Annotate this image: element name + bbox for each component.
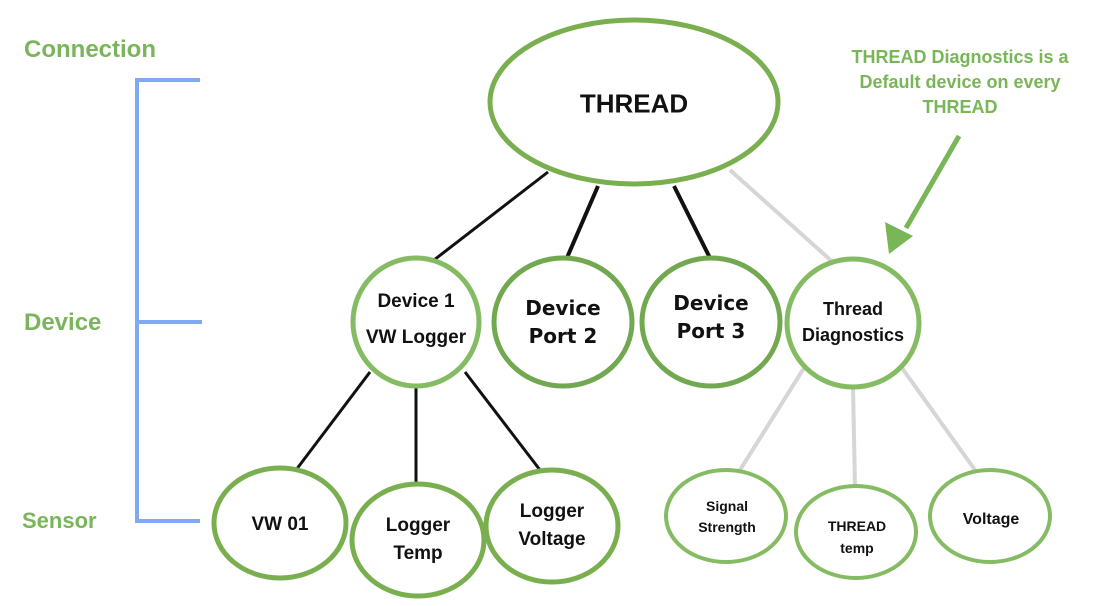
node-device1-line1: Device 1 bbox=[377, 291, 455, 312]
node-port2-line1: Device bbox=[525, 296, 601, 320]
node-diag-line2: Diagnostics bbox=[801, 325, 905, 345]
note-line-2: Default device on every bbox=[859, 72, 1061, 92]
arrow-shaft bbox=[903, 134, 962, 230]
node-threadtemp bbox=[794, 484, 918, 580]
node-port2 bbox=[491, 255, 635, 389]
node-device1-line2: VW Logger bbox=[365, 327, 467, 348]
level-bracket bbox=[135, 78, 202, 523]
node-label-threadtemp: THREAD temp bbox=[828, 515, 886, 559]
node-loggertemp-line2: Temp bbox=[393, 543, 443, 564]
node-label-signal: Signal Strength bbox=[698, 496, 756, 538]
node-label-vw01: VW 01 bbox=[251, 514, 308, 536]
node-thread bbox=[487, 17, 781, 187]
diagnostics-note: THREAD Diagnostics is a Default device o… bbox=[830, 45, 1090, 120]
edge-thread-diag bbox=[728, 168, 838, 267]
node-port3 bbox=[639, 255, 783, 389]
node-threadtemp-line1: THREAD bbox=[827, 518, 887, 534]
node-loggervoltage bbox=[483, 467, 621, 585]
node-loggervoltage-line2: Voltage bbox=[518, 529, 586, 550]
node-port2-line2: Port 2 bbox=[528, 324, 598, 348]
edge-device1-vw01 bbox=[294, 371, 372, 471]
note-line-3: THREAD bbox=[922, 97, 998, 117]
edge-device1-loggervoltage bbox=[463, 371, 542, 471]
arrow-head-icon bbox=[885, 222, 913, 254]
node-signal bbox=[664, 468, 788, 564]
node-threadtemp-line2: temp bbox=[840, 540, 874, 556]
node-loggertemp-line1: Logger bbox=[385, 515, 451, 536]
node-voltage bbox=[928, 468, 1052, 564]
edge-thread-port2 bbox=[564, 185, 600, 261]
node-thread-text: THREAD bbox=[579, 88, 689, 119]
node-vw01-text: VW 01 bbox=[251, 514, 309, 535]
node-port3-line2: Port 3 bbox=[676, 319, 746, 343]
level-label-device: Device bbox=[24, 309, 102, 336]
note-line-1: THREAD Diagnostics is a bbox=[851, 47, 1069, 67]
edge-thread-device1 bbox=[433, 170, 549, 262]
node-loggervoltage-line1: Logger bbox=[519, 501, 585, 522]
level-label-connection: Connection bbox=[24, 36, 156, 63]
node-signal-line1: Signal bbox=[705, 498, 748, 514]
node-label-port2: Device Port 2 bbox=[525, 294, 600, 350]
edge-diag-threadtemp bbox=[851, 385, 857, 489]
annotation-arrow bbox=[885, 134, 962, 254]
edge-thread-port3 bbox=[672, 185, 713, 261]
node-label-device1: Device 1 VW Logger bbox=[366, 284, 466, 356]
node-label-port3: Device Port 3 bbox=[673, 289, 748, 345]
node-label-voltage: Voltage bbox=[963, 511, 1020, 529]
node-device1 bbox=[350, 255, 482, 389]
edges-device-level bbox=[294, 170, 713, 488]
node-label-loggertemp: Logger Temp bbox=[386, 512, 450, 568]
node-voltage-text: Voltage bbox=[962, 511, 1020, 528]
node-signal-line2: Strength bbox=[698, 519, 756, 535]
node-loggertemp bbox=[349, 481, 487, 599]
node-vw01 bbox=[211, 465, 349, 581]
level-label-sensor: Sensor bbox=[22, 508, 97, 533]
node-diag bbox=[784, 256, 922, 390]
edges-diagnostics bbox=[728, 168, 977, 489]
nodes bbox=[211, 17, 1052, 599]
node-port3-line1: Device bbox=[673, 291, 749, 315]
node-label-loggervoltage: Logger Voltage bbox=[518, 498, 585, 554]
node-label-diag: Thread Diagnostics bbox=[802, 296, 904, 348]
node-label-thread: THREAD bbox=[580, 89, 688, 120]
edge-diag-signal bbox=[738, 366, 806, 472]
edge-diag-voltage bbox=[900, 366, 977, 472]
node-diag-line1: Thread bbox=[822, 299, 883, 319]
